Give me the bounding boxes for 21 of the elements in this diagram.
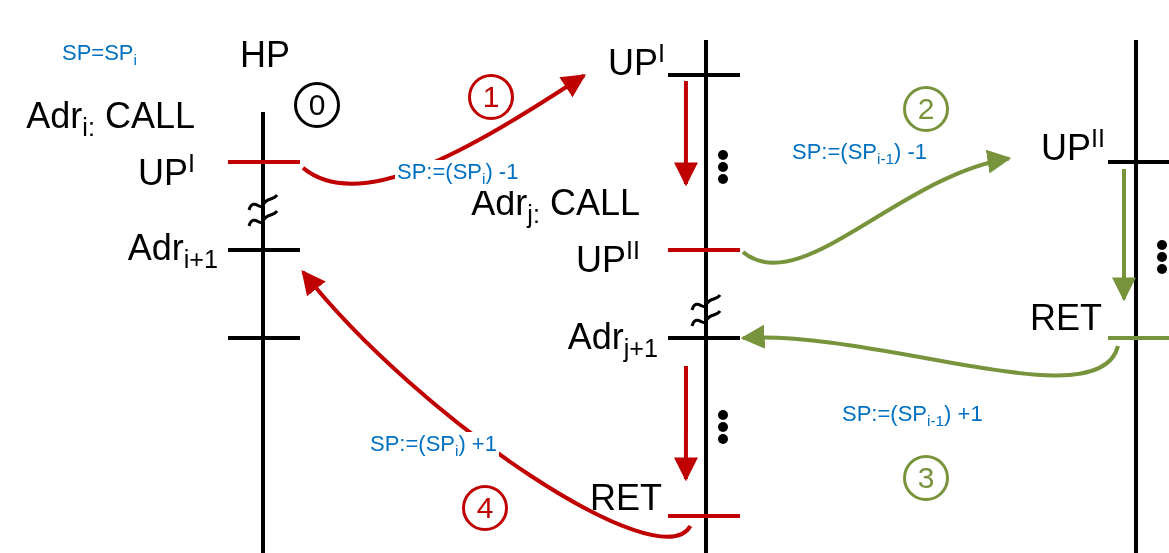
step-number: 0 bbox=[294, 82, 340, 128]
step-number: 1 bbox=[468, 74, 514, 120]
arrow bbox=[1112, 169, 1136, 302]
address-label: Adr$_{i+1}$ bbox=[126, 230, 218, 276]
stack-pointer-note: SP=SP$_{i}$ bbox=[62, 40, 137, 70]
address-label: RET bbox=[589, 480, 662, 516]
edge-label: SP:=(SP$_{i}$) -1 bbox=[395, 160, 521, 192]
arrow bbox=[673, 81, 698, 187]
arrow bbox=[742, 151, 1012, 265]
address-label: UP$^{II}$ bbox=[1040, 123, 1105, 166]
address-label: RET bbox=[1029, 300, 1102, 336]
program-title: HP bbox=[240, 34, 290, 76]
address-label: Adr$_{j+1}$ bbox=[566, 319, 658, 365]
arrow bbox=[673, 366, 698, 482]
address-label: Adr$_{i:}$ CALL UP$^{I}$ bbox=[25, 98, 195, 192]
arrow bbox=[301, 270, 692, 538]
step-number: 3 bbox=[903, 455, 949, 501]
arrow bbox=[740, 325, 1120, 378]
step-number: 2 bbox=[903, 86, 949, 132]
step-number: 4 bbox=[462, 485, 508, 531]
address-label: UP$^{I}$ bbox=[607, 38, 665, 81]
